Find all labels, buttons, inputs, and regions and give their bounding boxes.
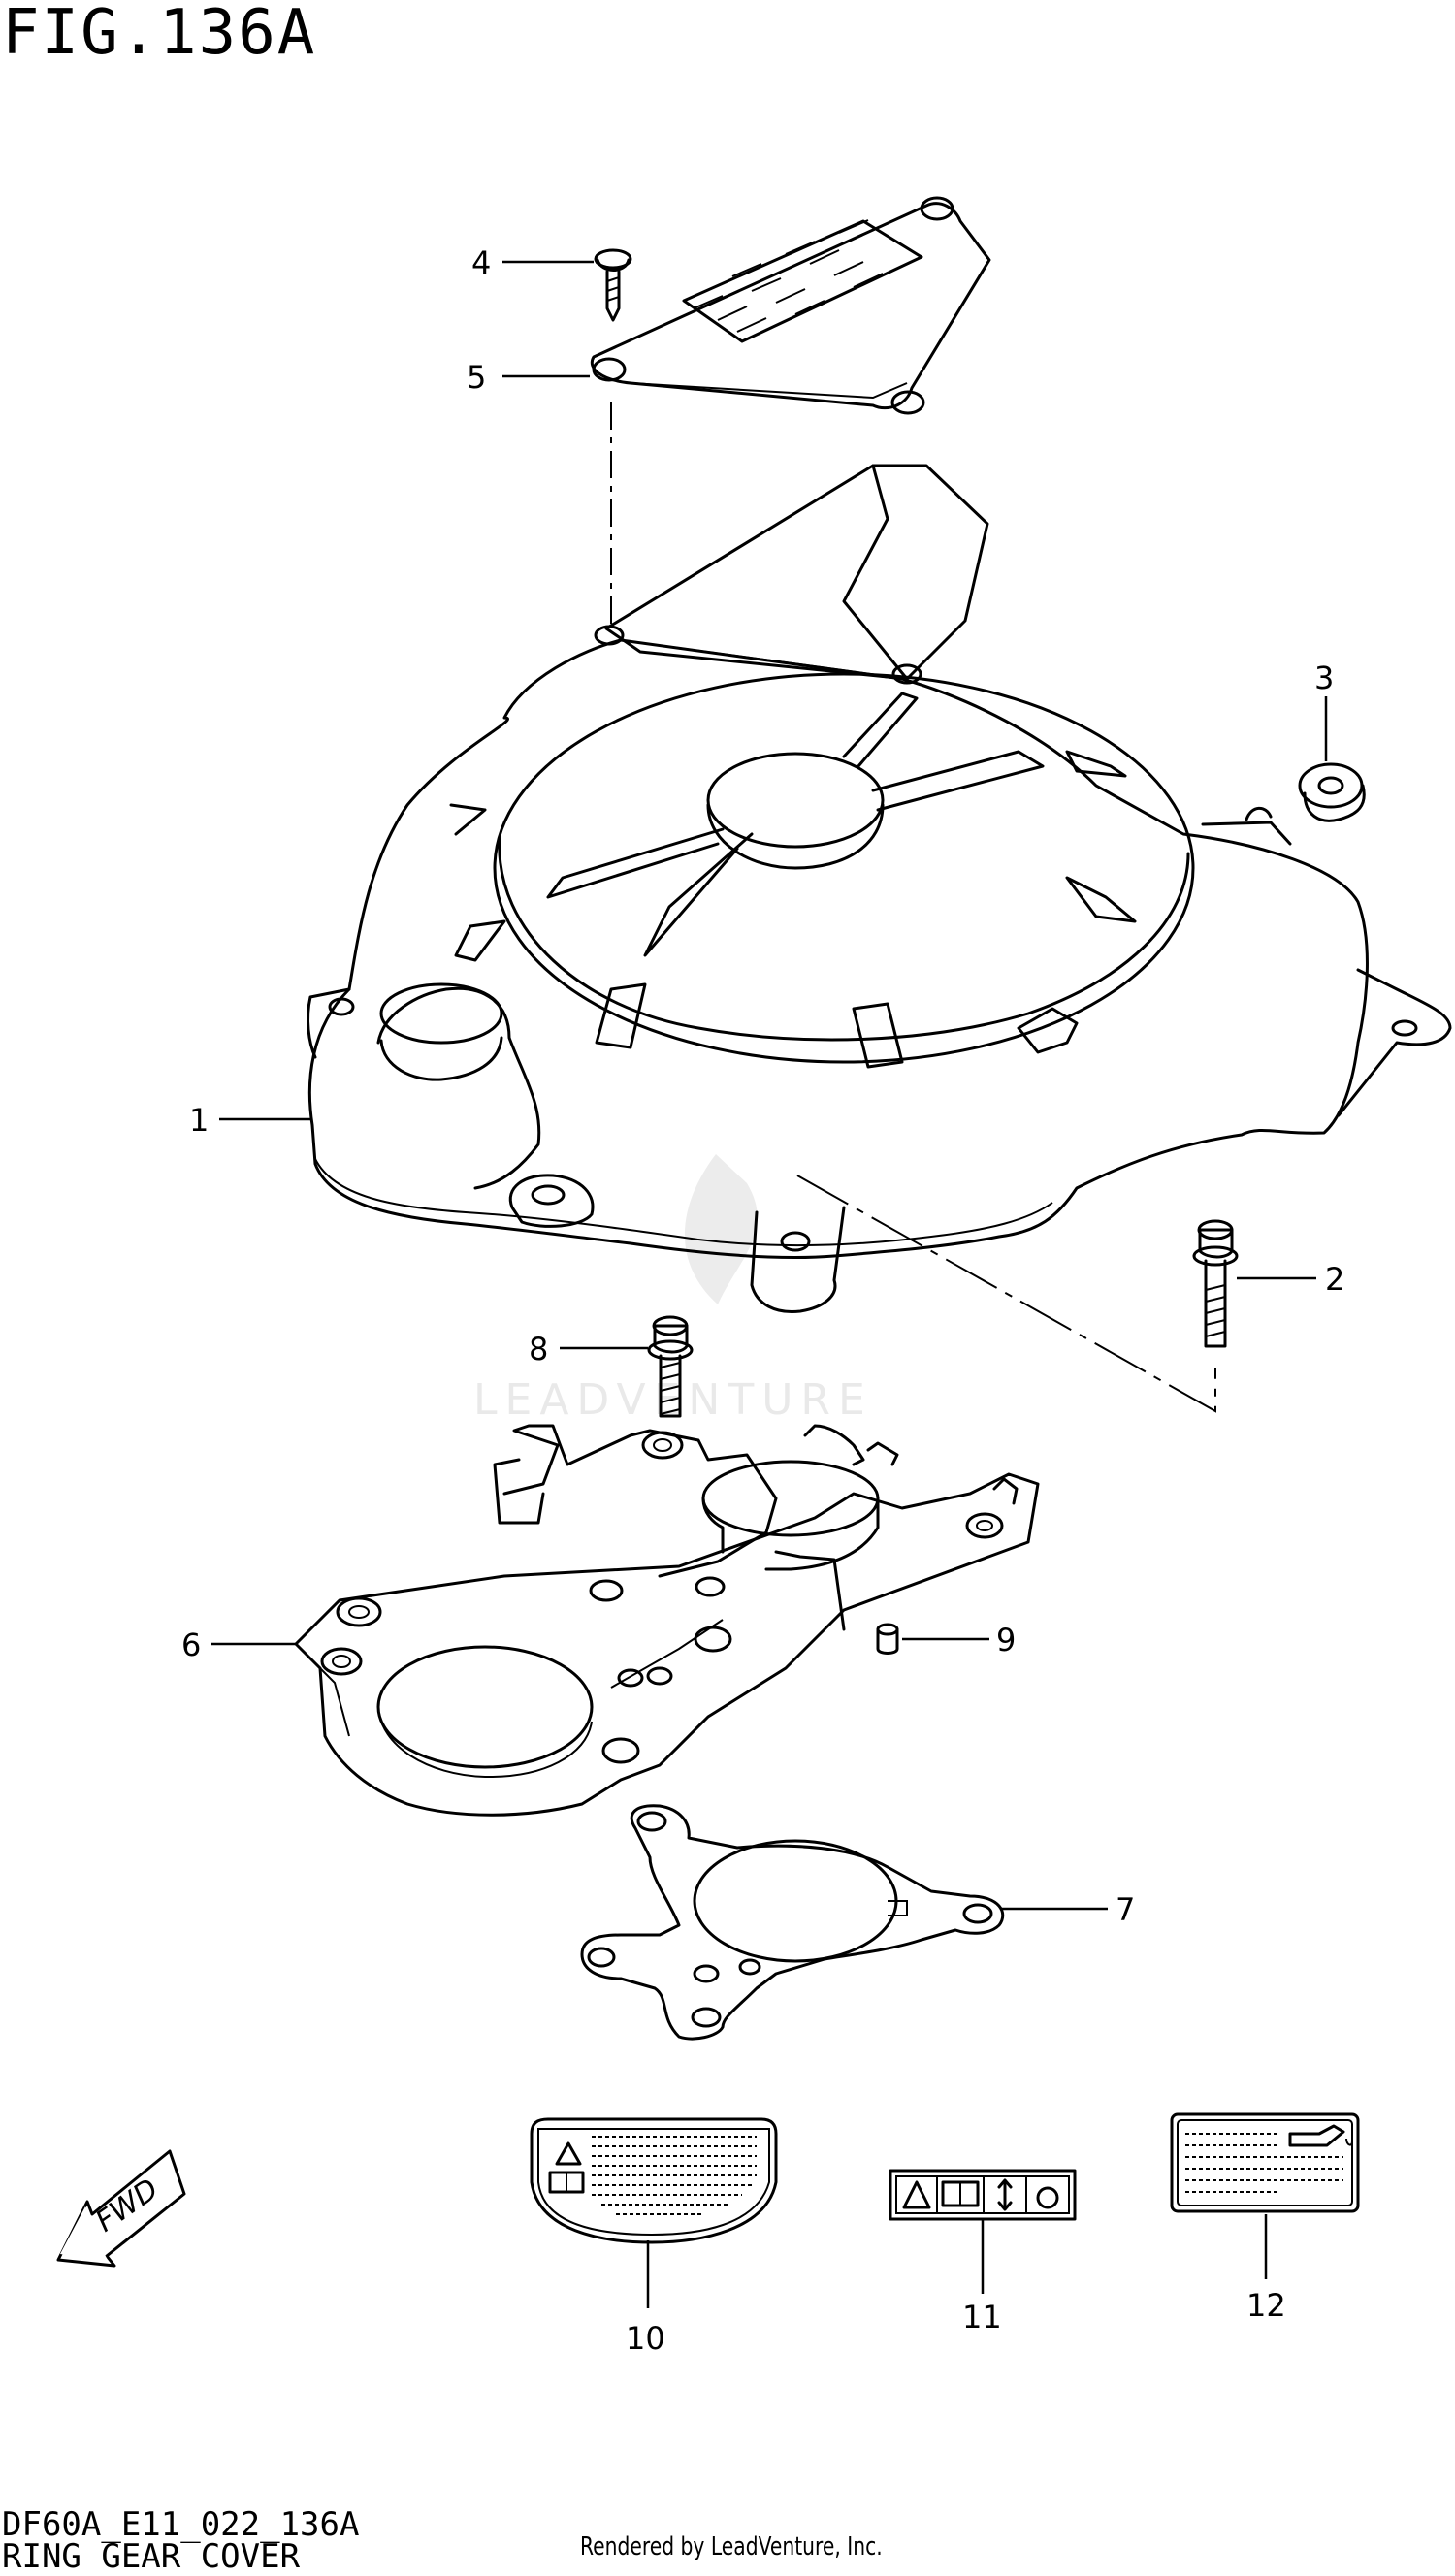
callout-4[interactable]: 4 [471, 244, 491, 281]
fwd-arrow: FWD [56, 2149, 186, 2268]
callout-12[interactable]: 12 [1246, 2287, 1286, 2324]
callout-10[interactable]: 10 [626, 2320, 665, 2357]
part-11-icon-label[interactable] [889, 2169, 1077, 2221]
part-5-intake-cover[interactable] [590, 196, 991, 415]
callout-9[interactable]: 9 [996, 1622, 1016, 1658]
callout-7[interactable]: 7 [1116, 1891, 1135, 1928]
callout-8[interactable]: 8 [529, 1331, 548, 1368]
figure-title: FIG.136A [2, 0, 317, 69]
credit-text: Rendered by LeadVenture, Inc. [580, 2532, 883, 2561]
part-2-bolt[interactable] [1192, 1219, 1239, 1348]
part-6-housing-plate[interactable] [294, 1424, 1040, 1817]
part-8-bolt[interactable] [647, 1315, 694, 1418]
part-12-oil-label[interactable] [1170, 2112, 1360, 2213]
figure-name: RING GEAR COVER [2, 2537, 301, 2576]
part-3-grommet[interactable] [1298, 762, 1366, 822]
part-9-dowel-pin[interactable] [876, 1623, 899, 1655]
part-4-screw[interactable] [594, 248, 632, 322]
callout-5[interactable]: 5 [467, 359, 486, 396]
figure-code: DF60A_E11_022_136A [2, 2505, 360, 2544]
part-1-ring-gear-cover[interactable] [307, 464, 1452, 1314]
callout-1[interactable]: 1 [189, 1102, 209, 1139]
callout-11[interactable]: 11 [962, 2299, 1002, 2335]
callout-2[interactable]: 2 [1325, 1261, 1344, 1298]
callout-3[interactable]: 3 [1314, 660, 1334, 696]
part-7-gasket[interactable] [580, 1804, 1005, 2041]
callout-6[interactable]: 6 [181, 1626, 201, 1663]
part-10-warning-label[interactable] [530, 2117, 778, 2244]
leader-lines [211, 260, 1328, 2308]
callout-labels: 4 5 3 1 2 8 6 9 7 10 11 12 [181, 244, 1344, 2357]
